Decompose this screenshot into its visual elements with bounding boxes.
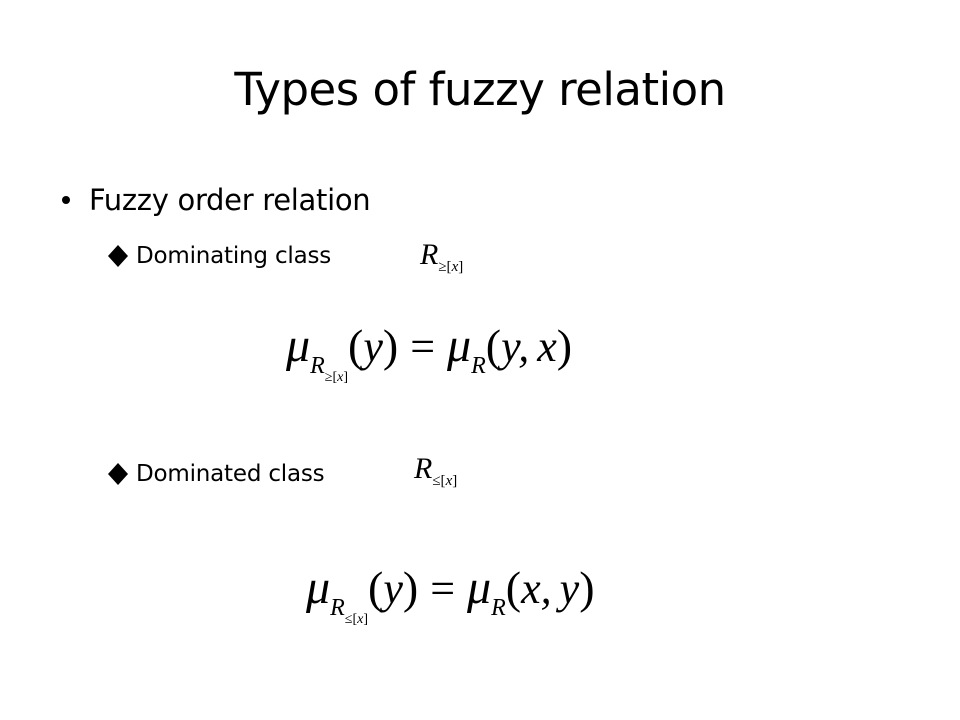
bullet-dot-icon	[62, 196, 70, 204]
sub-item-label: Dominated class	[136, 461, 325, 487]
diamond-bullet-icon	[108, 463, 128, 485]
dominating-class-symbol: R≥[x]	[420, 238, 464, 275]
dominating-class-formula: μR≥[x](y)=μR(y,x)	[286, 319, 573, 385]
sub-item-dominating-class: Dominating class	[106, 238, 331, 274]
dominated-class-symbol: R≤[x]	[414, 452, 458, 489]
sub-item-label: Dominating class	[136, 243, 332, 269]
bullet-text: Fuzzy order relation	[89, 183, 371, 217]
diamond-bullet-icon	[108, 245, 128, 267]
dominated-class-formula: μR≤[x](y)=μR(x,y)	[306, 561, 595, 627]
slide-title: Types of fuzzy relation	[234, 63, 726, 116]
bullet-item-fuzzy-order-relation: Fuzzy order relation	[56, 178, 371, 222]
sub-item-dominated-class: Dominated class	[106, 456, 325, 492]
